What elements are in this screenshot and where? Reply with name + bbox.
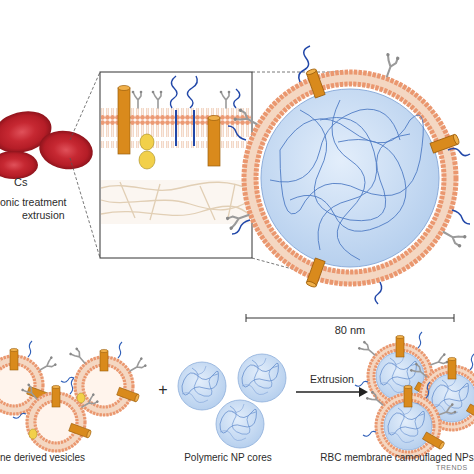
- part-label: Polymeric NP cores: [168, 452, 288, 464]
- process-label: extrusion: [22, 209, 102, 222]
- watermark: TRENDS: [436, 464, 474, 472]
- membrane-inset: [100, 72, 252, 258]
- scale-bar: [246, 314, 454, 322]
- part-label: RBC membrane camouflaged NPs: [320, 452, 474, 464]
- camouflaged-nps: [355, 332, 474, 458]
- polymeric-cores: [178, 354, 286, 448]
- cell-label: Cs: [14, 176, 54, 189]
- process-label: onic treatment: [0, 196, 100, 209]
- camouflaged-nanoparticle: [225, 46, 470, 304]
- plus-sign: +: [153, 380, 173, 399]
- extrusion-arrow: [296, 387, 368, 397]
- scale-label: 80 nm: [320, 324, 380, 337]
- part-label: ne derived vesicles: [0, 452, 130, 464]
- membrane-vesicles: [0, 341, 147, 451]
- red-blood-cells: [0, 105, 96, 179]
- arrow-label: Extrusion: [292, 373, 372, 386]
